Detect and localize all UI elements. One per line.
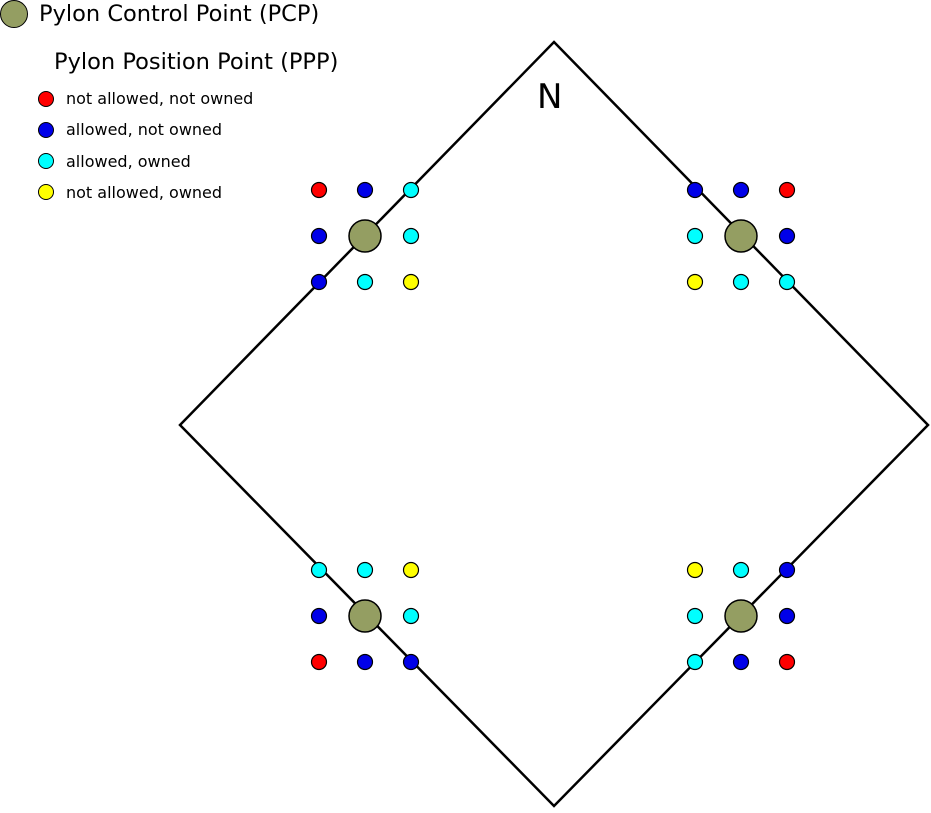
ppp-dot-cyan <box>402 607 420 625</box>
ppp-dot-cyan <box>310 561 328 579</box>
pcp-legend-label: Pylon Control Point (PCP) <box>39 1 320 27</box>
course-diamond-outline <box>178 40 930 808</box>
legend-item-label: allowed, not owned <box>66 120 223 140</box>
ppp-dot-yellow <box>402 273 420 291</box>
legend: Pylon Control Point (PCP) Pylon Position… <box>0 0 420 220</box>
red-dot-icon <box>38 90 54 107</box>
ppp-dot-yellow <box>686 561 704 579</box>
legend-item-cyan: allowed, owned <box>38 152 191 171</box>
ppp-dot-cyan <box>732 273 750 291</box>
ppp-dot-blue <box>402 653 420 671</box>
ppp-dot-cyan <box>402 227 420 245</box>
pylon-cluster-southeast <box>686 561 796 671</box>
ppp-dot-red <box>310 653 328 671</box>
ppp-dot-blue <box>310 227 328 245</box>
ppp-dot-yellow <box>402 561 420 579</box>
ppp-dot-blue <box>686 181 704 199</box>
ppp-dot-cyan <box>686 607 704 625</box>
ppp-legend-title: Pylon Position Point (PPP) <box>54 49 339 75</box>
pcp-circle <box>724 219 758 253</box>
pylon-cluster-northeast <box>686 181 796 291</box>
legend-item-blue: allowed, not owned <box>38 120 222 139</box>
ppp-dot-cyan <box>686 227 704 245</box>
ppp-dot-blue <box>732 653 750 671</box>
ppp-dot-cyan <box>732 561 750 579</box>
legend-item-yellow: not allowed, owned <box>38 183 222 202</box>
ppp-dot-blue <box>356 181 374 199</box>
ppp-dot-blue <box>310 273 328 291</box>
ppp-dot-cyan <box>356 273 374 291</box>
pylon-cluster-northwest <box>310 181 420 291</box>
ppp-dot-cyan <box>356 561 374 579</box>
ppp-dot-red <box>778 653 796 671</box>
ppp-dot-red <box>310 181 328 199</box>
ppp-dot-blue <box>778 607 796 625</box>
pcp-circle <box>348 219 382 253</box>
ppp-dot-yellow <box>686 273 704 291</box>
ppp-dot-cyan <box>402 181 420 199</box>
ppp-dot-blue <box>778 227 796 245</box>
ppp-dot-blue <box>732 181 750 199</box>
pcp-circle <box>348 599 382 633</box>
ppp-dot-blue <box>778 561 796 579</box>
legend-item-label: not allowed, not owned <box>66 89 254 108</box>
pcp-legend-circle-icon <box>0 0 28 28</box>
yellow-dot-icon <box>38 184 54 201</box>
north-label: N <box>537 77 562 117</box>
legend-pcp-row: Pylon Control Point (PCP) <box>0 0 319 28</box>
ppp-dot-cyan <box>778 273 796 291</box>
pcp-circle <box>724 599 758 633</box>
legend-item-label: not allowed, owned <box>66 182 223 202</box>
legend-item-label: allowed, owned <box>66 151 191 171</box>
pylon-cluster-southwest <box>310 561 420 671</box>
cyan-dot-icon <box>38 153 54 170</box>
ppp-dot-cyan <box>686 653 704 671</box>
ppp-dot-blue <box>310 607 328 625</box>
legend-item-red: not allowed, not owned <box>38 89 253 108</box>
blue-dot-icon <box>38 121 54 138</box>
ppp-dot-blue <box>356 653 374 671</box>
ppp-dot-red <box>778 181 796 199</box>
